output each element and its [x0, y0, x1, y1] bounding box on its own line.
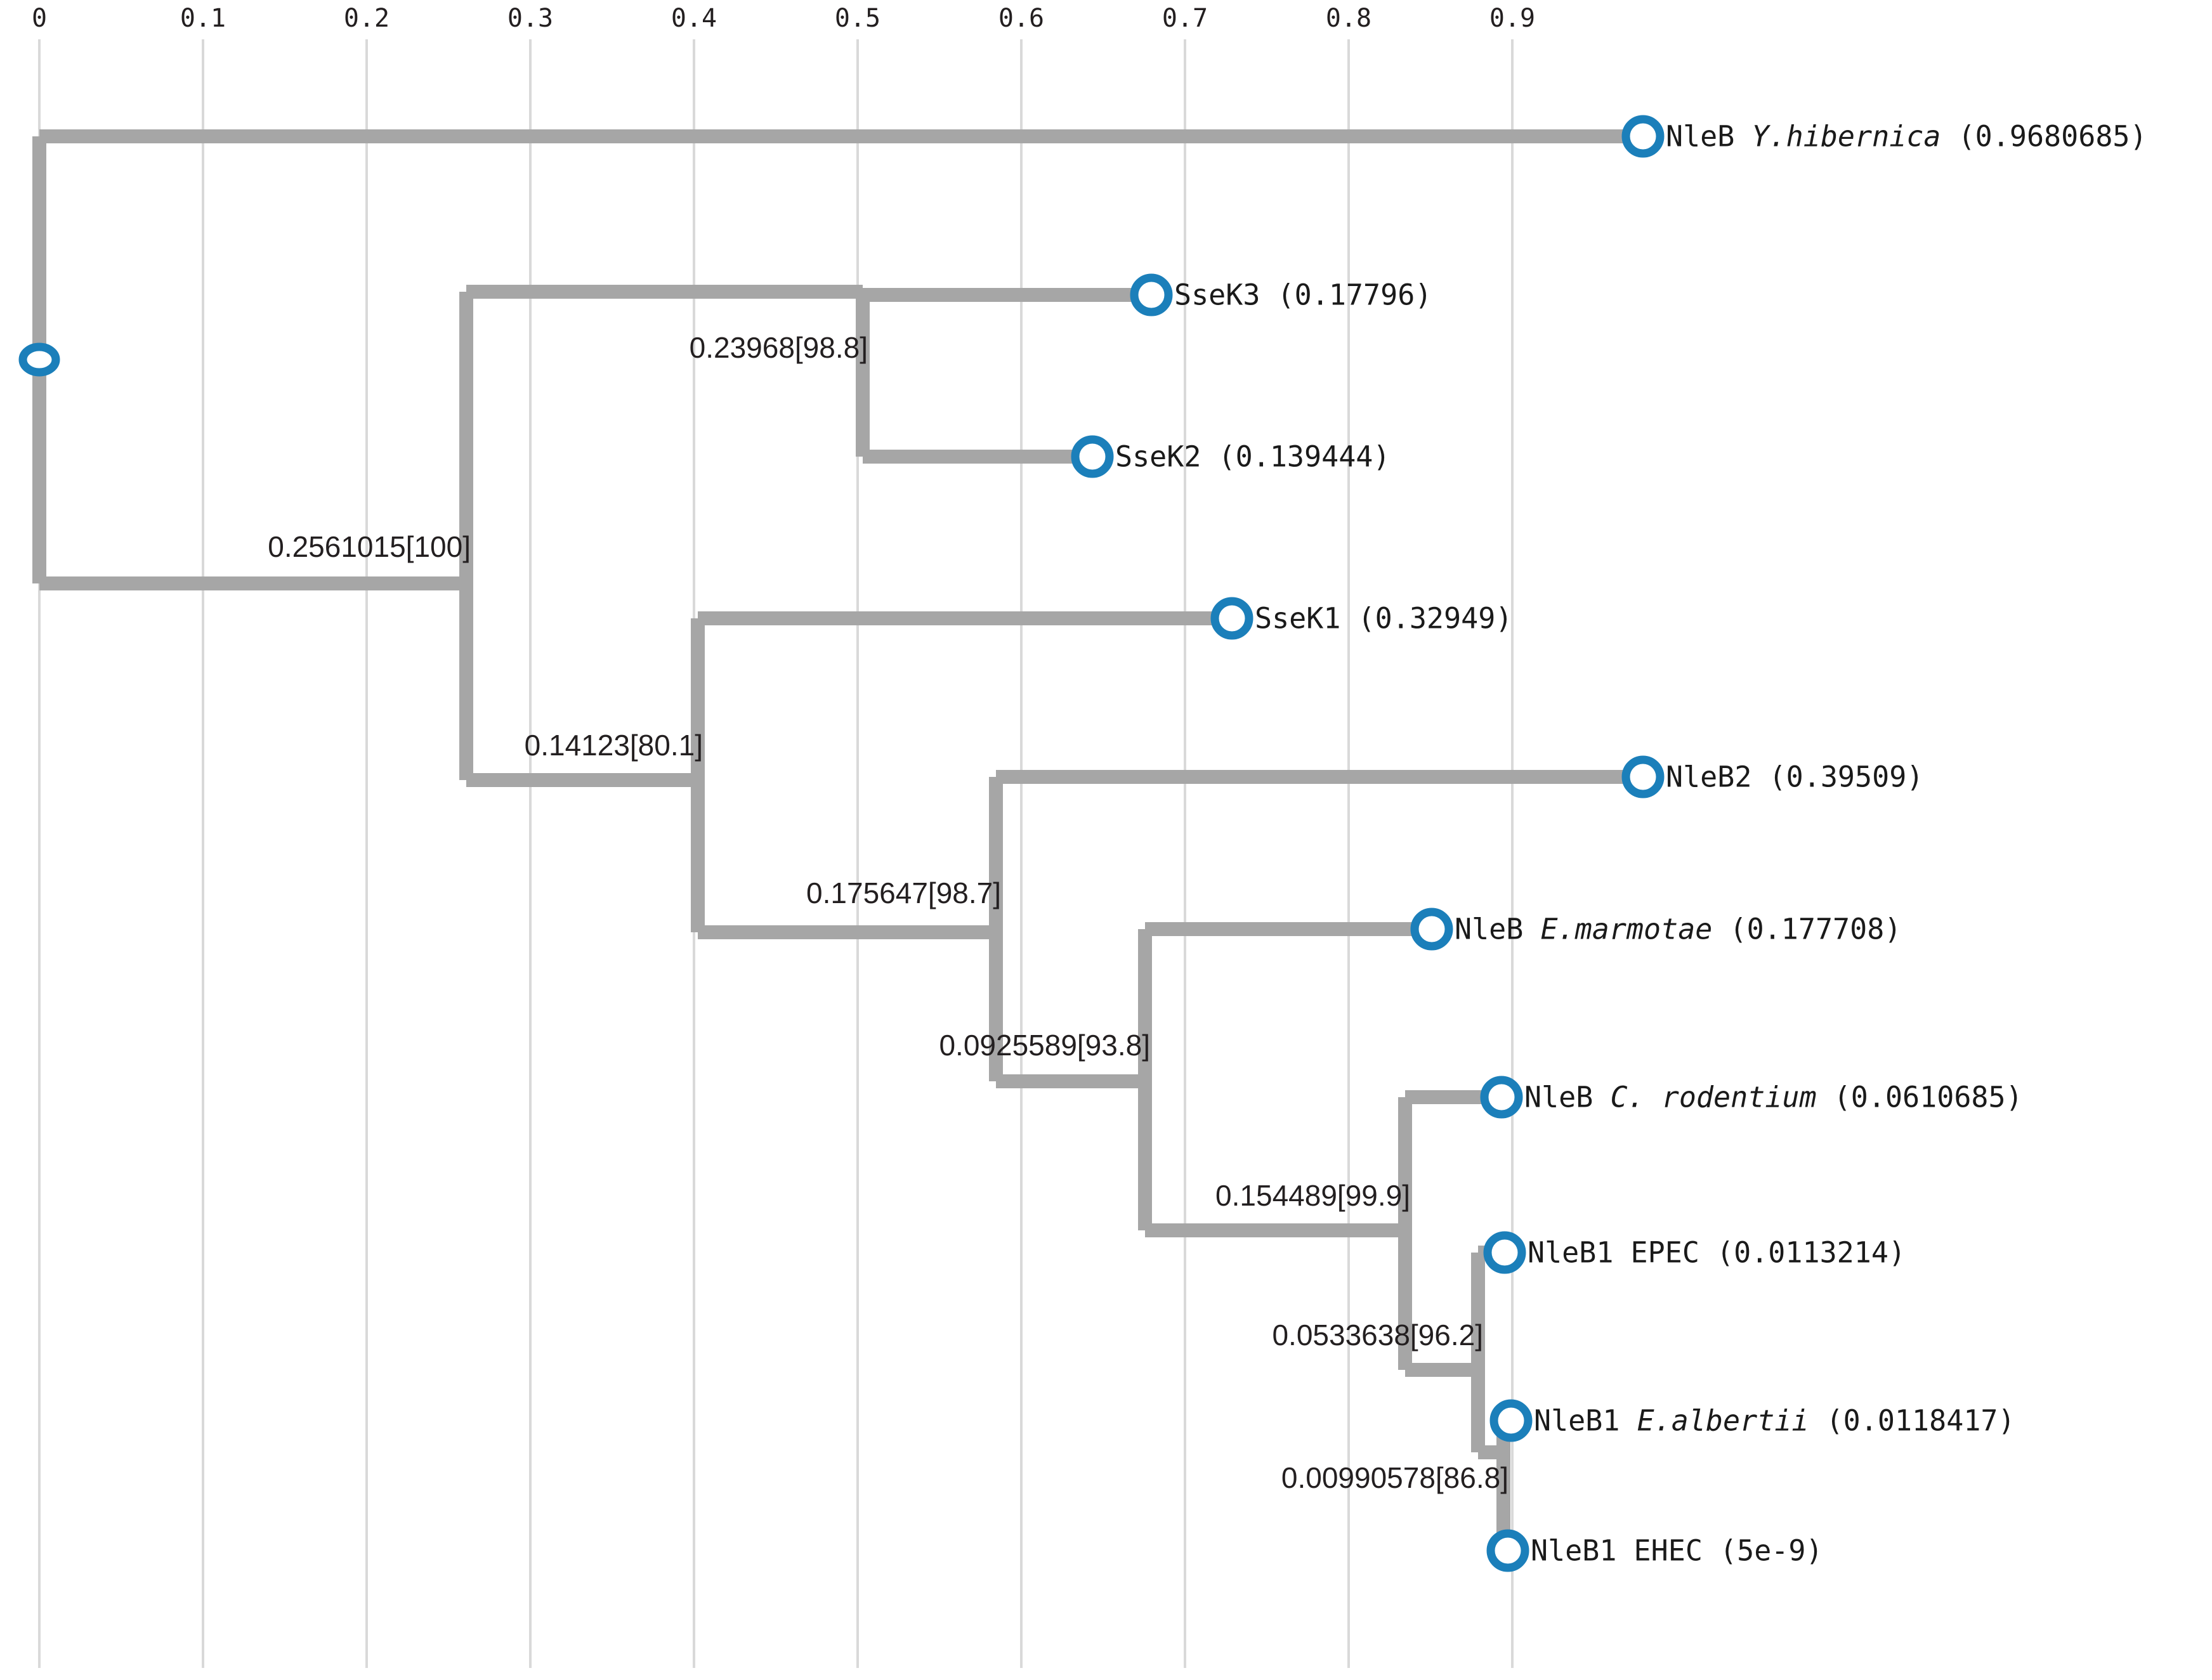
branch-label-node-g: 0.0533638[96.2]: [1272, 1319, 1483, 1351]
branch-label-node-a: 0.2561015[100]: [268, 530, 471, 563]
node-ring-nleb1-epec: [1483, 1231, 1526, 1274]
node-ring-nleb1-e-albertii: [1489, 1399, 1533, 1442]
axis-tick-0-5: 0.5: [834, 4, 881, 33]
leaf-text-prefix: NleB: [1455, 912, 1541, 946]
branch-label-node-f: 0.154489[99.9]: [1215, 1179, 1410, 1212]
axis-tick-0-7: 0.7: [1162, 4, 1208, 33]
branch-label-node-e: 0.0925589[93.8]: [939, 1029, 1150, 1062]
leaf-label-nleb-e-marmotae: NleB E.marmotae (0.177708): [1455, 913, 1901, 946]
node-ring-nleb1-ehec: [1486, 1529, 1529, 1572]
node-ring-nleb-c-rodentium: [1480, 1076, 1523, 1119]
leaf-text-species: E.marmotae: [1540, 912, 1713, 946]
node-ring-nleb-e-marmotae: [1410, 908, 1453, 951]
leaf-label-nleb-c-rodentium: NleB C. rodentium (0.0610685): [1524, 1081, 2023, 1114]
leaf-text-prefix: NleB: [1524, 1080, 1611, 1114]
leaf-text-species: E.albertii: [1637, 1403, 1809, 1438]
node-ring-ssek3: [1130, 273, 1173, 316]
branch-label-node-h: 0.00990578[86.8]: [1281, 1461, 1508, 1494]
branch-label-node-b: 0.23968[98.8]: [689, 331, 868, 364]
axis-tick-0-9: 0.9: [1489, 4, 1536, 33]
axis-tick-0-6: 0.6: [998, 4, 1045, 33]
leaf-text-prefix: NleB1: [1534, 1403, 1637, 1438]
tree-node-rings: [18, 115, 1665, 1572]
node-ring-root: [18, 342, 60, 377]
leaf-label-nleb-y-hibernica: NleB Y.hibernica (0.9680685): [1666, 120, 2147, 153]
tree-branches: [32, 129, 1637, 1558]
leaf-label-nleb1-ehec: NleB1 EHEC (5e-9): [1531, 1533, 1823, 1568]
leaf-text-value: (0.9680685): [1940, 119, 2147, 153]
leaf-text-species: Y.hibernica: [1751, 119, 1941, 153]
node-ring-nleb2: [1621, 755, 1665, 798]
leaf-label-ssek1: SseK1 (0.32949): [1255, 601, 1513, 635]
leaf-label-ssek2: SseK2 (0.139444): [1115, 440, 1391, 474]
leaf-label-nleb1-epec: NleB1 EPEC (0.0113214): [1528, 1235, 1906, 1270]
leaf-text-value: (0.0610685): [1816, 1080, 2023, 1114]
node-ring-ssek2: [1071, 435, 1114, 478]
leaf-text-value: (0.177708): [1712, 912, 1902, 946]
leaf-label-nleb2: NleB2 (0.39509): [1666, 760, 1924, 794]
leaf-text-prefix: NleB: [1666, 119, 1752, 153]
branch-label-node-c: 0.14123[80.1]: [524, 729, 703, 762]
axis-tick-0-3: 0.3: [507, 4, 554, 33]
leaf-text-value: (0.0118417): [1809, 1403, 2015, 1438]
node-ring-ssek1: [1210, 597, 1253, 640]
axis-tick-0-4: 0.4: [671, 4, 717, 33]
leaf-label-ssek3: SseK3 (0.17796): [1174, 278, 1432, 312]
axis-tick-0-8: 0.8: [1325, 4, 1372, 33]
axis-tick-0-2: 0.2: [343, 4, 390, 33]
leaf-text-species: C. rodentium: [1610, 1080, 1817, 1114]
branch-label-node-d: 0.175647[98.7]: [806, 876, 1001, 909]
node-ring-nleb-y-hibernica: [1621, 115, 1665, 158]
axis-tick-0-1: 0.1: [180, 4, 226, 33]
axis-tick-0: 0: [31, 4, 48, 33]
leaf-label-nleb1-e-albertii: NleB1 E.albertii (0.0118417): [1534, 1404, 2015, 1438]
